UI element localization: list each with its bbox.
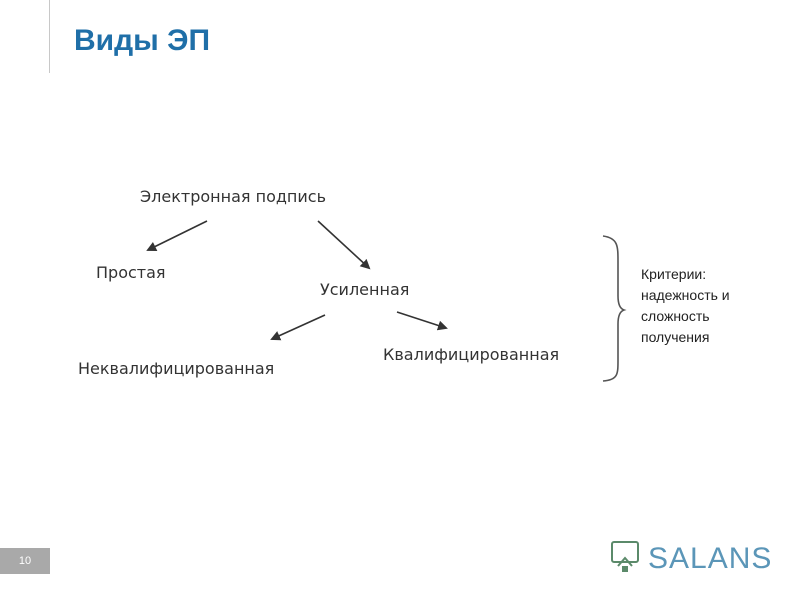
- criteria-line: получения: [641, 329, 710, 345]
- node-electronic-signature: Электронная подпись: [140, 187, 327, 206]
- arrow-root-to-enhanced: [317, 220, 371, 270]
- criteria-brace: [602, 235, 627, 382]
- node-enhanced: Усиленная: [320, 280, 410, 299]
- salans-logo: SALANS: [608, 536, 778, 580]
- criteria-line: надежность и: [641, 287, 730, 303]
- node-qualified: Квалифицированная: [383, 345, 560, 364]
- node-simple: Простая: [96, 263, 166, 282]
- arrow-enhanced-to-qualified: [396, 311, 448, 331]
- logo-emblem-icon: [611, 541, 639, 572]
- criteria-line: сложность: [641, 308, 710, 324]
- criteria-text: Критерии: надежность и сложность получен…: [641, 264, 771, 348]
- logo-text: SALANS: [648, 542, 773, 575]
- arrow-root-to-simple: [146, 220, 208, 251]
- slide-title: Виды ЭП: [74, 24, 211, 57]
- node-unqualified: Неквалифицированная: [78, 359, 275, 378]
- header-divider: [49, 0, 50, 73]
- arrow-enhanced-to-unqualified: [270, 314, 326, 341]
- page-number: 10: [0, 548, 50, 574]
- criteria-line: Критерии:: [641, 266, 707, 282]
